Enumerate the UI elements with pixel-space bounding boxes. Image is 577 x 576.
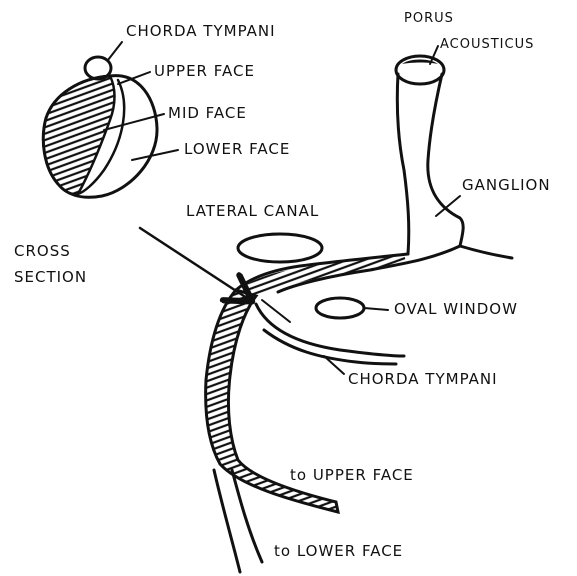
acoustic-segment: [396, 56, 512, 258]
leader-lines: [324, 46, 460, 374]
pointer-chorda: [108, 42, 122, 60]
label-cross: CROSS: [14, 242, 71, 260]
oval-window: [316, 298, 364, 318]
label-chorda-tympani-top: CHORDA TYMPANI: [126, 22, 276, 40]
label-mid-face: MID FACE: [168, 104, 247, 122]
lateral-canal: [238, 234, 322, 262]
pointer-mid-face: [104, 114, 164, 130]
label-to-lower-face: to LOWER FACE: [274, 542, 403, 560]
label-section: SECTION: [14, 268, 87, 286]
cross-section-inset: [43, 57, 157, 197]
facial-nerve-horizontal: [236, 246, 460, 300]
label-lateral-canal: LATERAL CANAL: [186, 202, 319, 220]
label-chorda-tympani-bottom: CHORDA TYMPANI: [348, 370, 498, 388]
label-upper-face: UPPER FACE: [154, 62, 255, 80]
internal-canal-left-wall: [397, 74, 409, 254]
internal-canal-right-wall: [428, 74, 512, 258]
facial-nerve-descending: [206, 290, 338, 572]
cross-section-hatched-lower: [43, 76, 114, 194]
label-ganglion: GANGLION: [462, 176, 551, 194]
label-to-upper-face: to UPPER FACE: [290, 466, 414, 484]
pointer-lower-face: [132, 150, 178, 160]
label-porus: PORUS: [404, 11, 454, 26]
label-lower-face: LOWER FACE: [184, 140, 290, 158]
cross-section-arrow: [140, 228, 250, 300]
label-acousticus: ACOUSTICUS: [440, 37, 534, 52]
label-oval-window: OVAL WINDOW: [394, 300, 518, 318]
